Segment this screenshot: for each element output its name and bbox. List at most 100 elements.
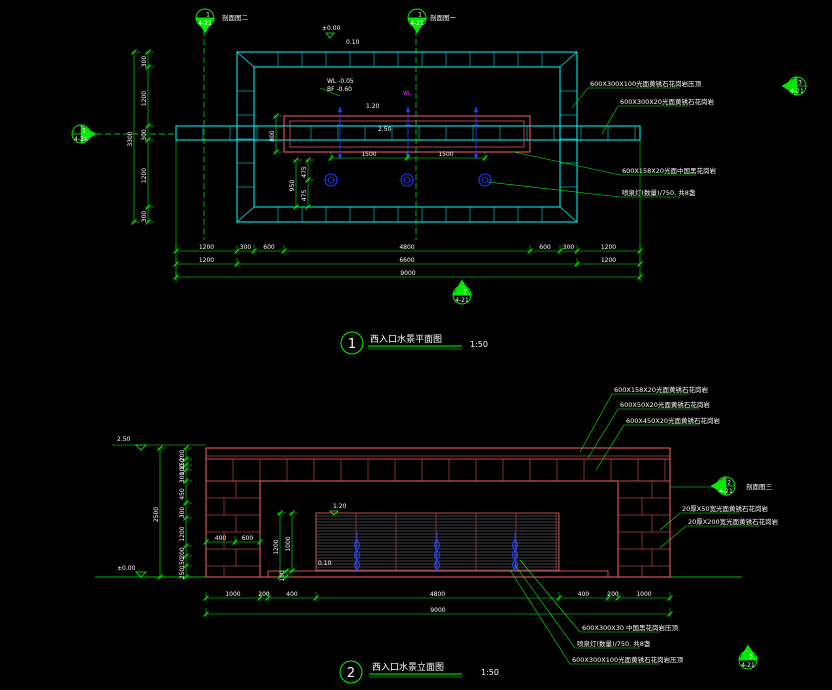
- plan-dim-row2-label-2: 1200: [601, 257, 616, 264]
- elev-inner-h-tick: [232, 539, 238, 545]
- plan-left-dim-tick: [145, 64, 151, 70]
- plan-mark-1: 14-21: [407, 8, 427, 34]
- plan-dim-row1-tick: [281, 248, 287, 254]
- plan-mark-0-ref: 4-21: [198, 20, 212, 27]
- plan-level-2: WL -0.05: [327, 78, 354, 85]
- elev-fountain-0: [354, 532, 360, 571]
- elev-dim-row-tick: [265, 595, 271, 601]
- plan-coping-joints: [237, 52, 577, 222]
- elev-inner-v1-label-0: 1000: [285, 536, 292, 551]
- elev-level-3: 0.10: [318, 560, 332, 567]
- plan-mark-4-arrow: [452, 279, 472, 296]
- elev-dim-total-tick: [203, 611, 209, 617]
- plan-dim-row2-tick: [574, 261, 580, 267]
- plan-left-total-tick: [131, 219, 137, 225]
- elev-left-dim-label-7: 200: [179, 547, 186, 559]
- elev-dim-row-tick: [605, 595, 611, 601]
- jet-arrow-up-0: [338, 106, 342, 112]
- elevation-view: 2.50 ±0.00 1.20 0.10 剖面图三 600X158X20光面黄锈…: [95, 385, 779, 684]
- elev-dim-row-label-0: 1000: [225, 591, 240, 598]
- elev-left-total-tick: [157, 574, 163, 580]
- elev-inner-v0-tick: [277, 510, 283, 516]
- plan-callout-0-leader: [571, 87, 680, 109]
- plan-view: ±0.00 0.10 WL -0.05 BF -0.60 1.20 2.50 W…: [71, 8, 807, 355]
- elev-left-dim-tick: [183, 574, 189, 580]
- plan-inner-basin-2: [289, 120, 525, 148]
- plan-inner-h-label-1: 1500: [438, 151, 453, 158]
- plan-mark-3: 14-2X: [71, 124, 97, 144]
- plan-left-dim-label-3: 1200: [141, 168, 148, 183]
- elev-dim-row-tick: [615, 595, 621, 601]
- plan-level-6: WL: [403, 91, 411, 97]
- elev-inner-h-tick: [257, 539, 263, 545]
- plan-dim-row2-label-1: 6600: [399, 257, 414, 264]
- plan-dim-total-label-0: 9000: [400, 270, 415, 277]
- elev-dim-row-label-2: 400: [286, 591, 298, 598]
- elev-left-dim-label-9: 250: [179, 568, 186, 580]
- plan-mark-2: 34-21: [781, 76, 807, 96]
- plan-left-dim-label-4: 300: [141, 211, 148, 223]
- elev-dim-row-tick: [257, 595, 263, 601]
- elev-inner-v2-tick: [283, 568, 289, 574]
- plan-callout-3-text: 喷泉灯(数量)/750, 共8盏: [622, 188, 696, 197]
- plan-scale: 1:50: [470, 340, 488, 349]
- elev-mark-corner-ref: 4-21: [741, 662, 755, 669]
- plan-section-label-0: 剖面图二: [222, 13, 249, 22]
- elev-dim-row-tick: [313, 595, 319, 601]
- plan-dim-row1-tick: [234, 248, 240, 254]
- plan-callout-1-leader: [601, 105, 690, 135]
- plan-inner-v0-tick: [273, 149, 279, 155]
- plan-dim-row2-label-0: 1200: [199, 257, 214, 264]
- elev-callout-top-2-text: 600X450X20光面黄锈石花岗岩: [626, 416, 720, 425]
- elev-callout-bottom-2-text: 600X300X100光面黄锈石花岗岩压顶: [572, 655, 684, 664]
- elev-left-dim-tick: [183, 543, 189, 549]
- elev-left-dim-label-4: 450: [179, 488, 186, 500]
- plan-inner-h-label-0: 1500: [361, 151, 376, 158]
- elev-left-dim-tick: [183, 462, 189, 468]
- plan-mark-3-ref: 4-2X: [74, 136, 88, 143]
- plan-callout-1-text: 600X300X20光面黄锈石花岗岩: [620, 97, 714, 106]
- plan-mark-2-arrow: [781, 76, 798, 96]
- plan-dim-row1-label-4: 600: [539, 244, 551, 251]
- elev-title: 西入口水景立面图: [372, 661, 444, 673]
- plan-mark-3-arrow: [80, 124, 97, 144]
- plan-inner-h-tick: [482, 155, 488, 161]
- elev-fountain-2: [512, 532, 518, 571]
- plan-left-dim-tick: [145, 49, 151, 55]
- elev-left-dim-label-3: 300: [179, 472, 186, 484]
- plan-dim-row1-tick: [574, 248, 580, 254]
- plan-level-3: BF -0.60: [327, 86, 352, 93]
- plan-dim-row1-label-2: 600: [263, 244, 275, 251]
- plan-dim-row1-label-5: 300: [563, 244, 575, 251]
- elev-dim-row-label-4: 400: [578, 591, 590, 598]
- plan-left-dim-tick: [145, 204, 151, 210]
- plan-inner-v2-tick: [305, 204, 311, 210]
- elev-callout-bottom-0-leader: [519, 559, 660, 633]
- elev-dim-total-tick: [667, 611, 673, 617]
- elev-mark-section: 24-21: [710, 476, 736, 496]
- plan-inner-h-tick: [328, 155, 334, 161]
- elev-fountains: [354, 532, 518, 571]
- elev-callout-bottom-0-text: 600X300X30 中国黑花岗岩压顶: [582, 623, 679, 632]
- plan-inner-v1-tick: [293, 157, 299, 163]
- elev-title-number: 2: [347, 666, 355, 681]
- plan-mark-4: 24-21: [452, 279, 472, 305]
- plan-left-total-label-0: 3300: [127, 131, 134, 146]
- jet-arrow-down-2: [474, 154, 478, 160]
- plan-level-0: ±0.00: [322, 25, 341, 32]
- plan-mark-4-number: 2: [463, 289, 467, 296]
- elev-callout-right-0-leader: [659, 512, 740, 531]
- plan-wall-joints: [202, 126, 636, 140]
- plan-dim-row1-tick: [527, 248, 533, 254]
- elev-left-total-tick: [157, 445, 163, 451]
- elev-scale: 1:50: [481, 668, 499, 677]
- jet-arrow-up-1: [406, 106, 410, 112]
- plan-mark-3-number: 1: [82, 128, 86, 135]
- elev-left-dim-label-0: 200: [179, 450, 186, 462]
- jet-arrow-down-0: [338, 154, 342, 160]
